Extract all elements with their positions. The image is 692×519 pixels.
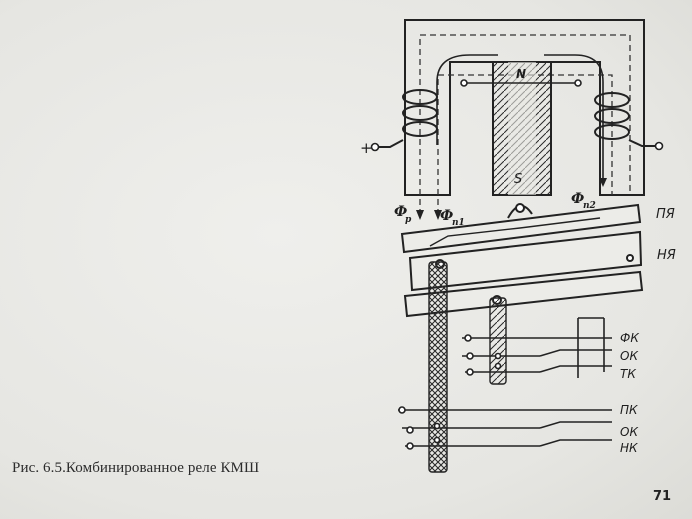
magnet-rod (460, 79, 582, 87)
contact-label-tk: ТК (620, 367, 636, 381)
flux-arcs (436, 54, 604, 180)
left-coil (378, 89, 438, 148)
contact-label-ok-lower: ОК (620, 425, 638, 439)
svg-text:п2: п2 (583, 201, 596, 211)
upper-contact-group (462, 317, 612, 378)
minus-terminal (654, 141, 664, 151)
contact-label-nk: НК (620, 441, 638, 455)
left-pusher-rod (428, 261, 448, 473)
contact-label-ok-upper: ОК (620, 349, 638, 363)
plus-terminal (370, 142, 380, 152)
neutral-armature-label: НЯ (657, 248, 676, 263)
right-coil (594, 92, 656, 147)
flux-path (419, 34, 631, 215)
svg-text:Ф: Ф (394, 204, 407, 220)
contact-label-fk: ФК (620, 331, 639, 345)
polar-armature (400, 203, 642, 254)
right-pusher-rod (489, 297, 507, 385)
contact-label-pk: ПК (620, 403, 638, 417)
flux-label-phi-p1: Ф п1 (440, 208, 465, 228)
lower-contact-group (398, 406, 612, 450)
svg-text:п1: п1 (452, 218, 465, 228)
neutral-armature (403, 230, 644, 318)
figure-caption: Рис. 6.5.Комбинированное реле КМШ (12, 460, 260, 476)
south-pole-label: S (514, 172, 522, 187)
magnetic-core (404, 19, 645, 196)
north-pole-label: N (516, 67, 526, 81)
polar-armature-label: ПЯ (656, 207, 675, 222)
plus-label: + (360, 139, 373, 157)
flux-label-phi-p2: Ф п2 (571, 191, 596, 211)
flux-arrows-down (416, 210, 442, 220)
svg-text:р: р (405, 215, 412, 225)
svg-text:Ф: Ф (440, 208, 453, 224)
page-number: 71 (653, 489, 672, 504)
svg-text:Ф: Ф (571, 191, 584, 207)
flux-label-phi-p: Ф р (394, 204, 412, 225)
flux-arrow-right (599, 178, 607, 187)
